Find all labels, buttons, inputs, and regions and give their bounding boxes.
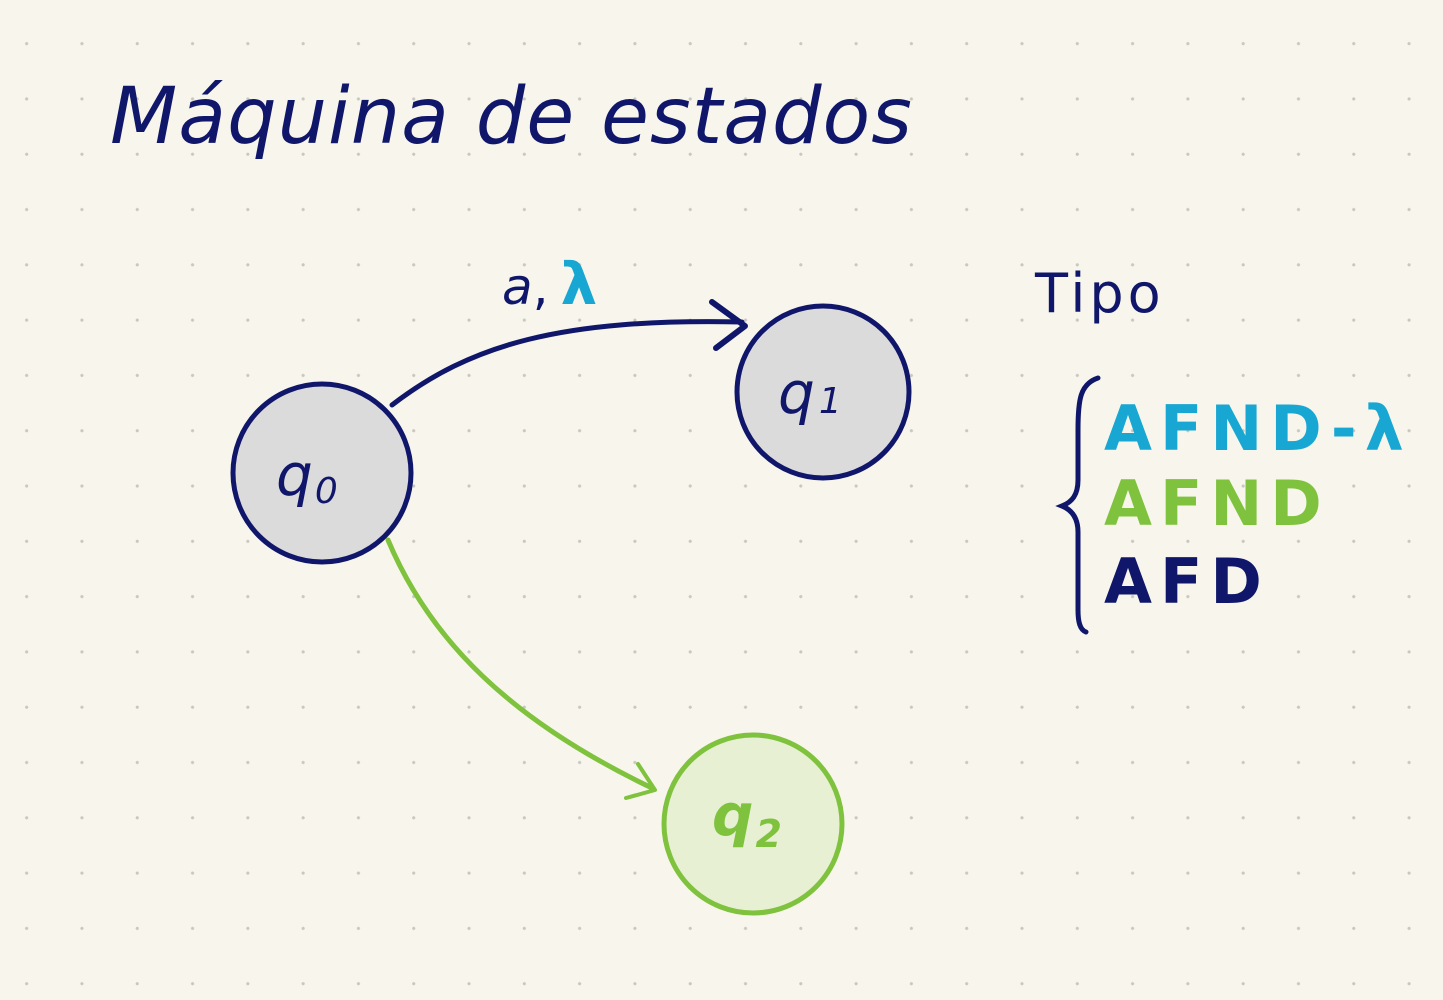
state-q0-name: q [276,441,313,509]
state-q1-name: q [778,359,815,427]
legend-item-afnd-lambda: AFND-λ [1104,392,1412,465]
edge-label-separator: , [532,258,549,316]
legend-title: Tipo [1035,262,1165,325]
svg-text:q0: q0 [276,441,338,512]
legend-brace [1055,375,1101,635]
edge-label-symbol: a [502,258,533,316]
arrowhead-q2 [624,762,657,800]
svg-text:q1: q1 [778,359,842,427]
state-q1-sub: 1 [819,381,842,422]
state-q2[interactable]: q2 [661,732,845,916]
page-title: Máquina de estados [110,72,913,162]
legend-item-afd: AFD [1104,545,1270,618]
state-q2-name: q [712,781,754,849]
state-q0[interactable]: q0 [230,381,414,565]
edge-label-q0-q1: a,λ [502,250,597,318]
edge-label-lambda: λ [560,250,598,318]
state-q2-sub: 2 [756,812,782,856]
edge-q0-q2 [385,537,655,791]
arrowhead-q1 [709,299,748,351]
svg-text:q2: q2 [712,781,782,856]
state-q0-sub: 0 [315,471,338,512]
legend-item-afnd: AFND [1104,467,1330,540]
edge-q0-q1 [389,319,745,408]
